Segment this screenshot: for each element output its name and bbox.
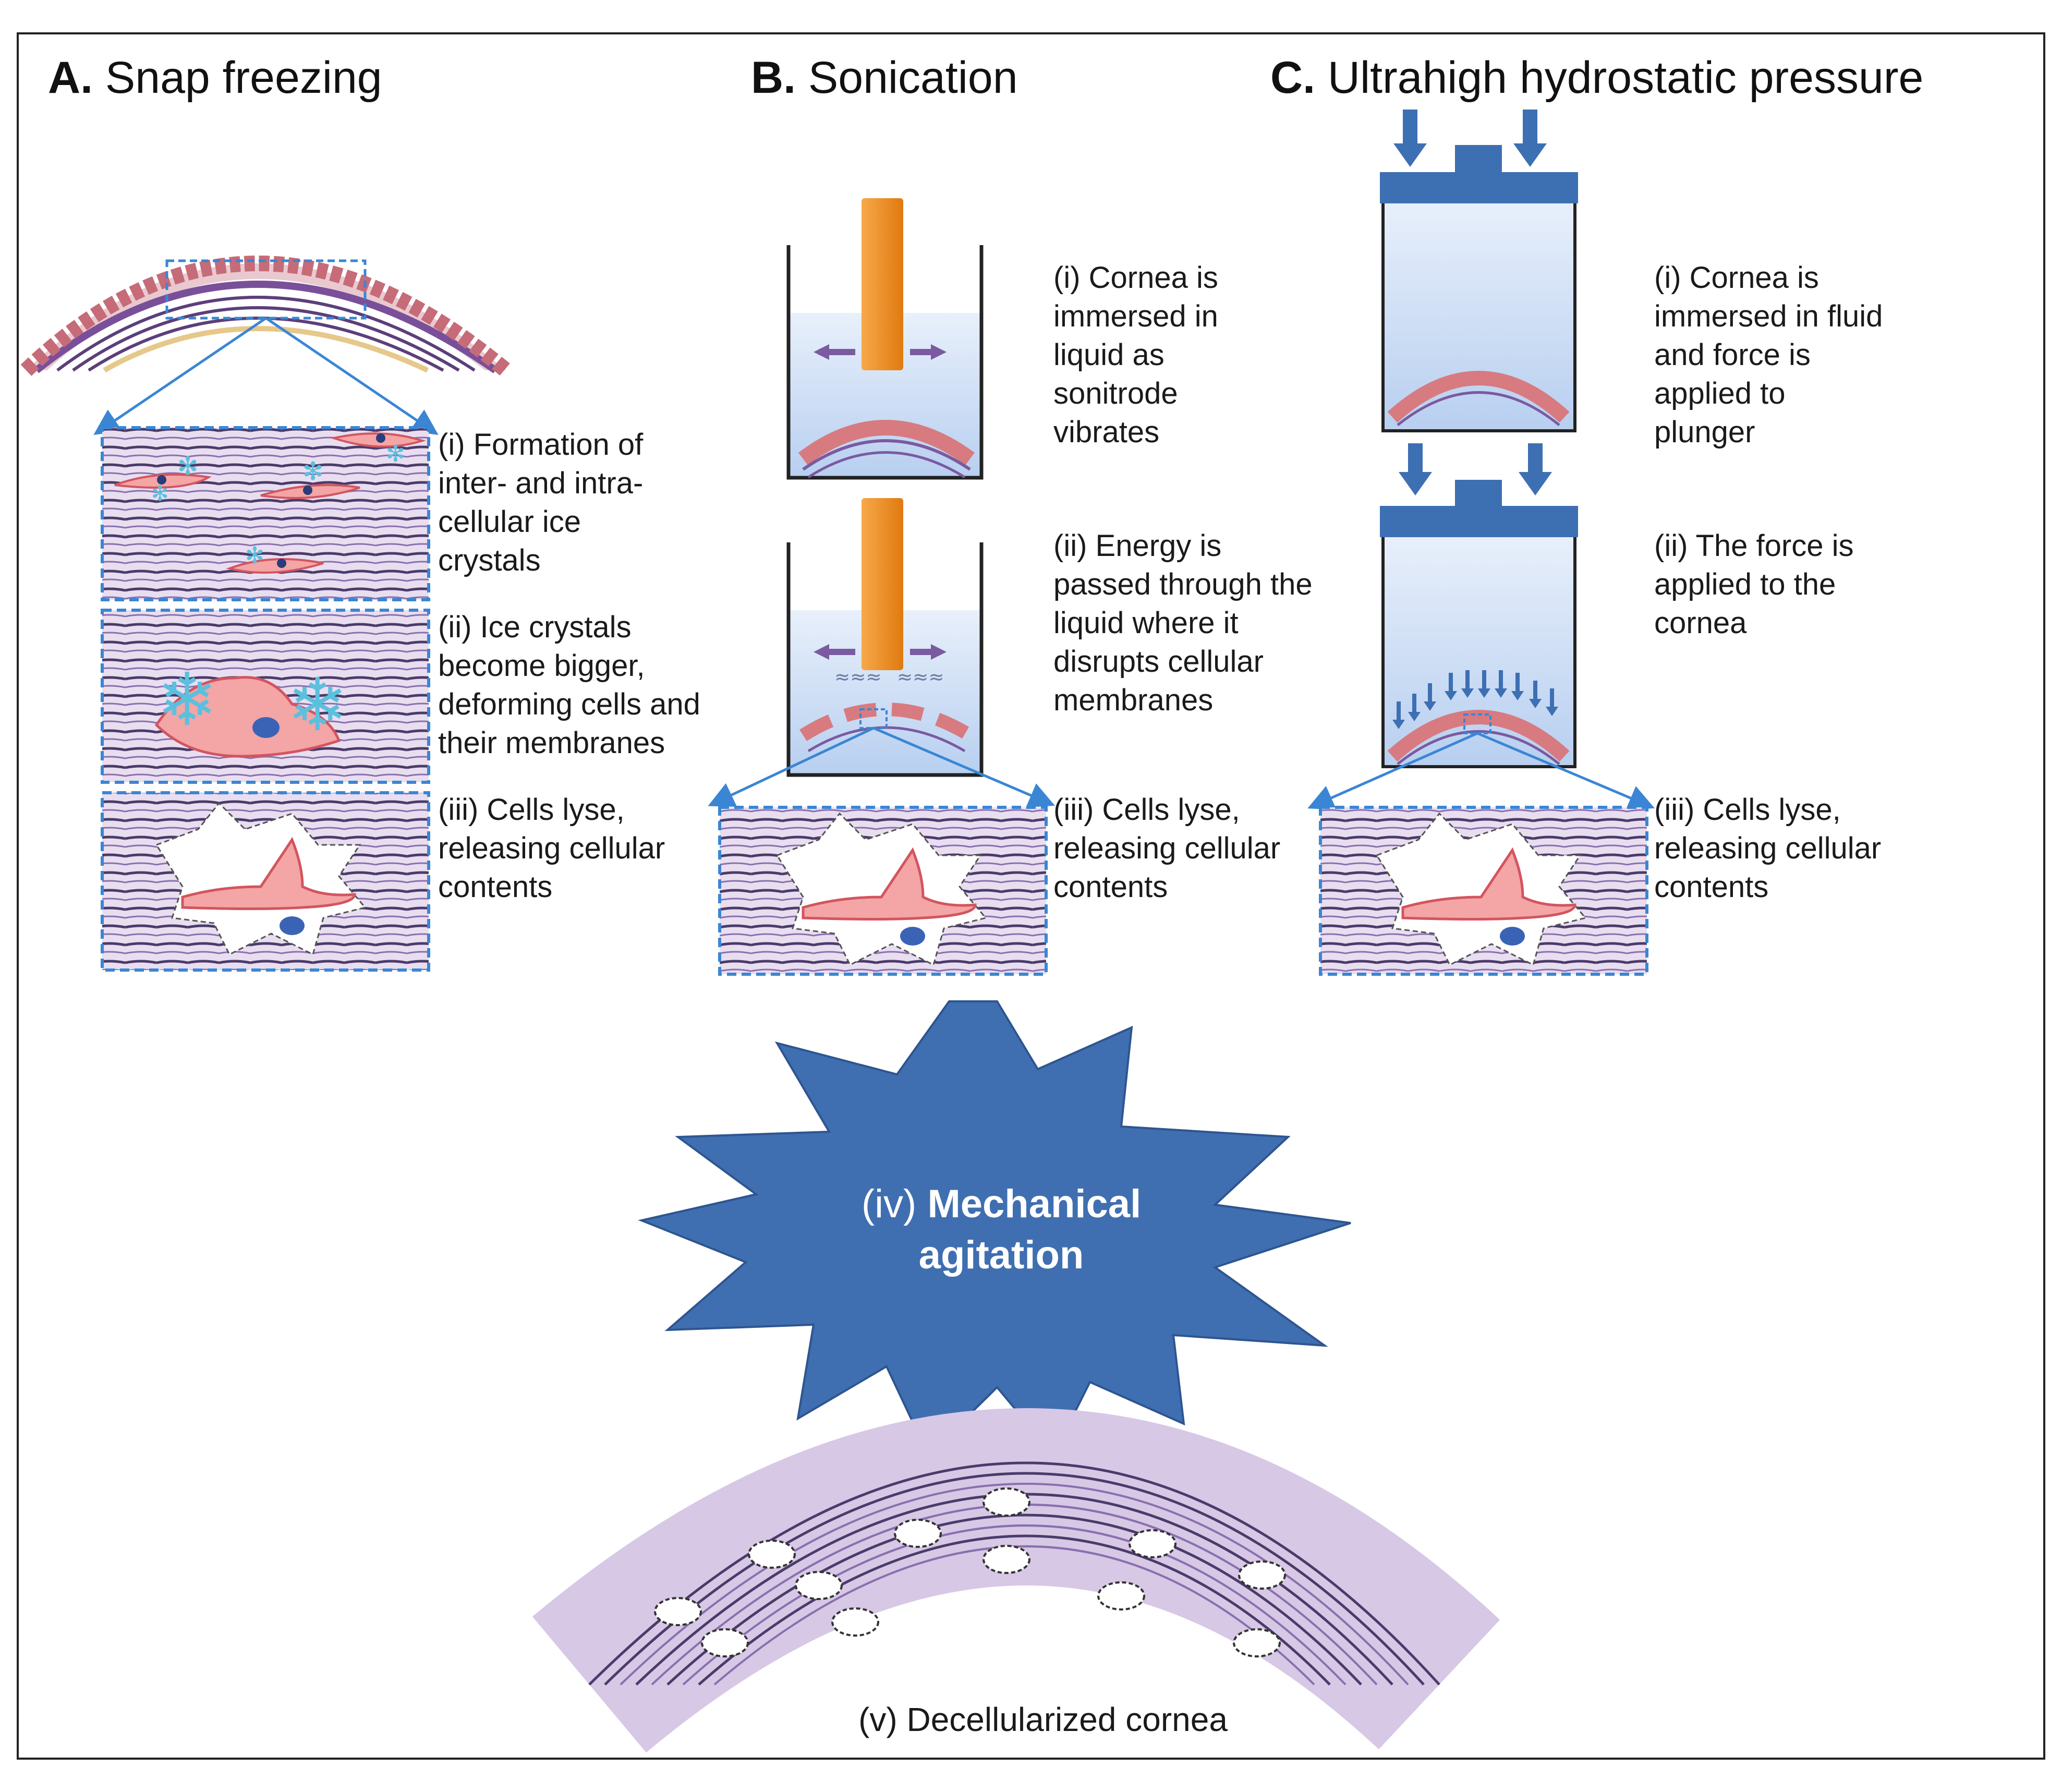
cornea-arc-a xyxy=(20,256,511,435)
panel-b-letter: B. xyxy=(751,53,796,103)
panel-b-heading: B. Sonication xyxy=(751,55,1018,100)
panel-b-step-3: (iii) Cells lyse, releasing cellular con… xyxy=(1053,793,1281,904)
svg-text:≈≈≈: ≈≈≈ xyxy=(897,667,944,688)
svg-text:✻: ✻ xyxy=(302,457,323,486)
sonication-beaker-1 xyxy=(786,198,984,480)
panel-c-step-1: (i) Cornea is immersed in fluid and forc… xyxy=(1654,261,1883,449)
panel-b-step-2: (ii) Energy is passed through the liquid… xyxy=(1053,529,1313,717)
panel-a-box-1: ✻ ✻ ✻ ✻ ✻ xyxy=(101,426,430,601)
sonication-beaker-2: ≈≈≈ ≈≈≈ xyxy=(708,498,1055,808)
panel-c-title: Ultrahigh hydrostatic pressure xyxy=(1327,53,1924,103)
svg-text:✻: ✻ xyxy=(151,482,169,506)
panel-a-step-3: (iii) Cells lyse, releasing cellular con… xyxy=(438,793,665,904)
decellularized-cornea-caption: (v) Decellularized cornea xyxy=(858,1701,1228,1738)
panel-a-box-2: ❄ ❄ xyxy=(101,609,430,784)
panel-c-step-2: (ii) The force is applied to the cornea xyxy=(1654,529,1854,640)
svg-text:≈≈≈: ≈≈≈ xyxy=(834,667,882,688)
svg-text:✻: ✻ xyxy=(386,441,405,467)
panel-a-letter: A. xyxy=(48,53,93,103)
panel-c-step-3: (iii) Cells lyse, releasing cellular con… xyxy=(1654,793,1882,904)
svg-text:✻: ✻ xyxy=(245,542,264,569)
step-iv-label-line1: Mechanical xyxy=(927,1182,1142,1226)
pressure-chamber-1 xyxy=(1380,110,1578,432)
panel-b-box-3 xyxy=(718,806,1048,976)
panel-b-step-1: (i) Cornea is immersed in liquid as soni… xyxy=(1053,261,1218,449)
decellularized-cornea xyxy=(532,1408,1500,1753)
panel-c-letter: C. xyxy=(1270,53,1315,103)
step-iv-number: (iv) xyxy=(861,1182,917,1226)
svg-text:❄: ❄ xyxy=(287,663,348,748)
panel-c-box-3 xyxy=(1319,806,1648,976)
panel-b-title: Sonication xyxy=(808,53,1018,103)
panel-a-step-1: (i) Formation of inter- and intra- cellu… xyxy=(438,428,644,577)
mechanical-agitation-label: (iv) Mechanical agitation xyxy=(782,1179,1220,1281)
step-iv-label-line2: agitation xyxy=(918,1233,1084,1277)
svg-text:❄: ❄ xyxy=(156,658,217,743)
pressure-chamber-2 xyxy=(1307,443,1655,810)
panel-c-heading: C. Ultrahigh hydrostatic pressure xyxy=(1270,55,1923,100)
panel-a-box-3 xyxy=(101,791,430,972)
svg-text:✻: ✻ xyxy=(177,452,198,481)
panel-a-title: Snap freezing xyxy=(105,53,382,103)
panel-a-heading: A. Snap freezing xyxy=(48,55,382,100)
panel-a-step-2: (ii) Ice crystals become bigger, deformi… xyxy=(438,610,700,760)
